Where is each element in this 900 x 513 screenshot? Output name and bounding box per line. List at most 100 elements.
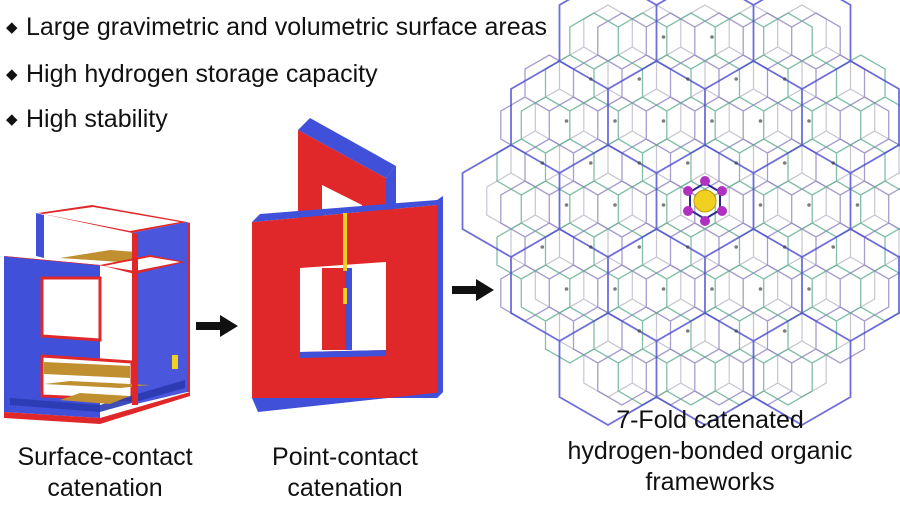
lattice-node <box>734 245 738 249</box>
guest-molecule <box>693 189 717 213</box>
back-box-edge <box>187 222 190 392</box>
lattice-node <box>758 119 763 123</box>
lattice-node <box>661 119 666 123</box>
front-box-edge <box>4 256 104 266</box>
lattice-node <box>710 287 714 291</box>
yellow-contact-point <box>343 288 347 304</box>
point-contact-rings <box>252 118 443 412</box>
back-ring-top-edge <box>298 118 396 178</box>
back-box-wall <box>36 213 44 258</box>
front-ring-bottom-edge <box>252 392 443 412</box>
lattice-node <box>564 119 569 123</box>
purple-node <box>683 186 693 196</box>
label-line: Point-contact <box>272 443 418 471</box>
purple-node <box>717 186 727 196</box>
lattice-node <box>613 203 617 207</box>
surface-contact-boxes <box>4 205 190 424</box>
back-ring-through-edge <box>345 268 352 350</box>
bottom-edge <box>4 392 190 424</box>
feature-text: High hydrogen storage capacity <box>26 60 378 88</box>
front-ring-side-edge <box>437 196 443 398</box>
lattice-node <box>807 203 811 207</box>
feature-item: ◆ High stability <box>6 104 168 135</box>
purple-node <box>700 176 710 186</box>
feature-item: ◆ High hydrogen storage capacity <box>6 59 378 90</box>
feature-text: High stability <box>26 105 168 133</box>
lattice-node <box>734 161 738 165</box>
lattice-node <box>807 119 811 123</box>
lattice-node <box>540 245 545 249</box>
hof-lattice <box>461 0 900 427</box>
framework-label: 7-Fold catenated hydrogen-bonded organic… <box>565 405 855 498</box>
lattice-node <box>637 161 642 165</box>
gold-contact-surface <box>44 362 130 378</box>
lattice-node <box>686 245 690 249</box>
lattice-node <box>637 329 642 333</box>
label-line: frameworks <box>645 468 775 496</box>
feature-text: Large gravimetric and volumetric surface… <box>26 13 548 41</box>
lattice-center-motif <box>683 176 727 226</box>
label-line: Surface-contact <box>17 443 193 471</box>
feature-item: ◆ Large gravimetric and volumetric surfac… <box>6 12 547 43</box>
lattice-layer <box>461 0 900 427</box>
lattice-node <box>734 77 738 81</box>
back-ring-through <box>322 268 345 350</box>
lattice-node <box>613 119 617 123</box>
lattice-node <box>637 245 642 249</box>
yellow-contact-line <box>343 213 347 271</box>
lattice-node <box>589 161 593 165</box>
arrow-right-icon <box>452 279 494 301</box>
lattice-node <box>782 329 787 333</box>
point-contact-label: Point-contact catenation <box>245 442 445 504</box>
lattice-node <box>686 161 690 165</box>
label-line: hydrogen-bonded organic <box>567 437 853 465</box>
lattice-node <box>613 287 617 291</box>
diamond-bullet-icon: ◆ <box>6 19 18 36</box>
diamond-bullet-icon: ◆ <box>6 111 18 128</box>
purple-node <box>717 206 727 216</box>
lattice-node <box>710 119 714 123</box>
label-line: catenation <box>47 474 163 502</box>
lattice-node <box>782 245 787 249</box>
diamond-bullet-icon: ◆ <box>6 66 18 83</box>
gold-contact-surface <box>44 381 150 388</box>
lattice-node <box>782 161 787 165</box>
back-box-inner-edge <box>132 233 138 405</box>
lattice-node <box>807 287 811 291</box>
lattice-node <box>831 161 835 165</box>
yellow-contact-point <box>172 355 178 369</box>
lattice-node <box>540 161 545 165</box>
lattice-node <box>661 203 666 207</box>
lattice-node <box>589 77 593 81</box>
lattice-node <box>686 77 690 81</box>
arrow-right-icon <box>196 315 238 337</box>
lattice-node <box>758 287 763 291</box>
lattice-node <box>758 203 763 207</box>
front-ring-top-edge <box>252 200 437 222</box>
lattice-node <box>686 329 690 333</box>
purple-node <box>683 206 693 216</box>
lattice-node <box>734 329 738 333</box>
purple-node <box>700 216 710 226</box>
surface-contact-label: Surface-contact catenation <box>0 442 210 504</box>
back-box-opening <box>43 207 180 231</box>
front-ring-hole-edge <box>300 350 386 358</box>
back-box-side <box>132 222 187 405</box>
lattice-node <box>710 35 714 39</box>
label-line: catenation <box>287 474 403 502</box>
front-box-window <box>40 276 102 342</box>
lattice-node <box>564 203 569 207</box>
lattice-node <box>637 77 642 81</box>
front-box-opening <box>104 257 180 271</box>
bottom-floor <box>10 380 185 412</box>
lattice-node <box>831 245 835 249</box>
lattice-node <box>855 203 860 207</box>
gold-contact-surface <box>60 393 130 404</box>
lattice-node <box>564 287 569 291</box>
lattice-node <box>589 245 593 249</box>
lattice-node <box>661 287 666 291</box>
lattice-node <box>661 35 666 39</box>
lattice-node <box>782 77 787 81</box>
label-line: 7-Fold catenated <box>616 406 804 434</box>
